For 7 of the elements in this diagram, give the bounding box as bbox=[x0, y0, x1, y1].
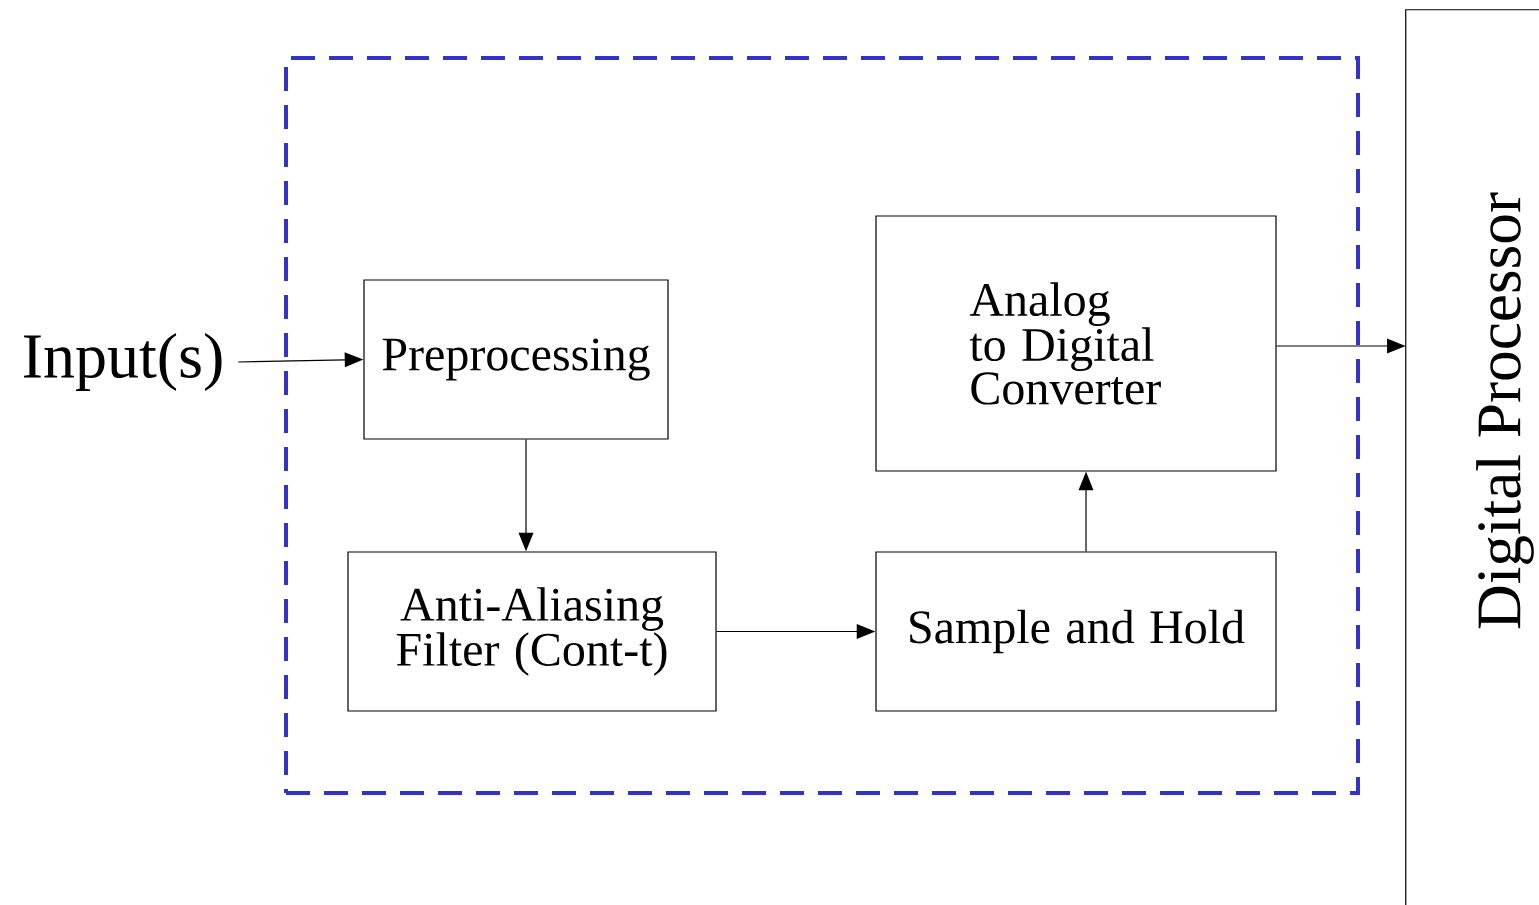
input-label: Input(s) bbox=[24, 332, 222, 391]
process-box: Preprocessing bbox=[363, 279, 669, 440]
process-box: Sample and Hold bbox=[875, 551, 1277, 712]
process-box: Anti-Aliasing Filter (Cont-t) bbox=[347, 551, 717, 712]
dashed-boundary-box bbox=[284, 56, 1360, 795]
process-box: Analog to Digital Converter bbox=[875, 215, 1277, 472]
processor-box: Digital Processor bbox=[1405, 9, 1539, 905]
